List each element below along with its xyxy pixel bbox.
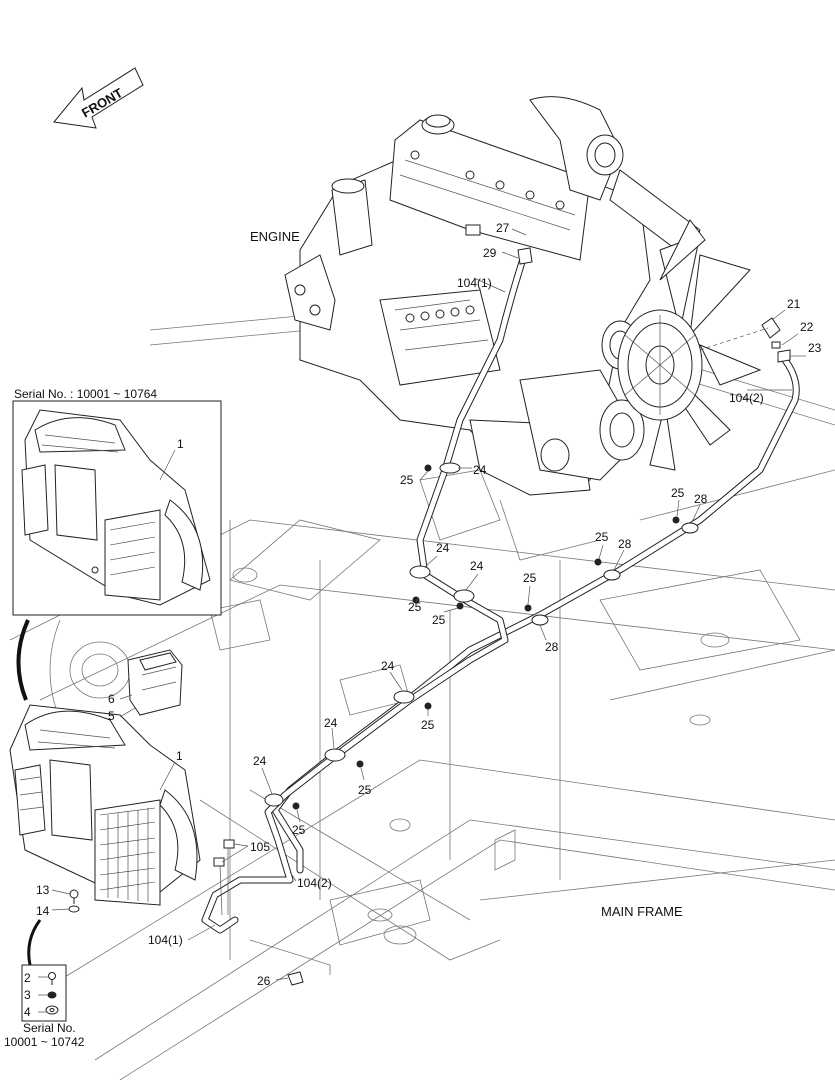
hose-clamps bbox=[264, 462, 699, 807]
heater-hose-104-1 bbox=[201, 466, 509, 934]
control-panel-5-6 bbox=[127, 649, 183, 716]
serial-bottom-label-1: Serial No. bbox=[23, 1021, 76, 1035]
hose-fittings-21-23 bbox=[699, 317, 791, 363]
callout-1-inset: 1 bbox=[177, 437, 184, 451]
callout-28-b: 28 bbox=[618, 537, 632, 551]
callout-1-main: 1 bbox=[176, 749, 183, 763]
callout-25-d: 25 bbox=[523, 571, 537, 585]
callout-2: 2 bbox=[24, 971, 31, 985]
callout-25-h: 25 bbox=[358, 783, 372, 797]
callout-5: 5 bbox=[108, 709, 115, 723]
inset-serial-10001-10742: Serial No. 10001 ~ 10742 bbox=[4, 964, 85, 1049]
serial-bottom-label-2: 10001 ~ 10742 bbox=[4, 1035, 85, 1049]
callout-104-2-bottom: 104(2) bbox=[297, 876, 332, 890]
main-frame-structure bbox=[9, 299, 835, 1080]
leader-arc-bottom bbox=[27, 919, 42, 966]
callout-105: 105 bbox=[250, 840, 270, 854]
callout-29: 29 bbox=[483, 246, 497, 260]
callout-25-e: 25 bbox=[595, 530, 609, 544]
callout-24-f: 24 bbox=[253, 754, 267, 768]
callout-4: 4 bbox=[24, 1005, 31, 1019]
bolt-washer-13-14 bbox=[68, 889, 80, 913]
callout-13: 13 bbox=[36, 883, 50, 897]
main-frame-label: MAIN FRAME bbox=[601, 904, 683, 919]
callout-28-a: 28 bbox=[545, 640, 559, 654]
callout-24-c: 24 bbox=[470, 559, 484, 573]
callout-24-d: 24 bbox=[381, 659, 395, 673]
front-arrow: FRONT bbox=[53, 67, 144, 129]
leader-arc-top bbox=[16, 619, 30, 701]
callout-25-a: 25 bbox=[400, 473, 414, 487]
callout-numbers: 1 1 2 3 4 5 6 13 14 21 22 23 24 24 24 24… bbox=[24, 221, 822, 1019]
callout-22: 22 bbox=[800, 320, 814, 334]
callout-104-1-bottom: 104(1) bbox=[148, 933, 183, 947]
callout-26: 26 bbox=[257, 974, 271, 988]
callout-25-i: 25 bbox=[292, 823, 306, 837]
callout-24-e: 24 bbox=[324, 716, 338, 730]
callout-104-2-right: 104(2) bbox=[729, 391, 764, 405]
callout-25-c: 25 bbox=[432, 613, 446, 627]
part-26 bbox=[287, 971, 304, 986]
callout-24-b: 24 bbox=[436, 541, 450, 555]
callout-27: 27 bbox=[496, 221, 510, 235]
engine-label: ENGINE bbox=[250, 229, 300, 244]
clamp-bolts bbox=[292, 464, 680, 810]
callout-3: 3 bbox=[24, 988, 31, 1002]
callout-104-1-top: 104(1) bbox=[457, 276, 492, 290]
cooling-fan bbox=[617, 219, 762, 471]
heater-unit-main bbox=[9, 704, 201, 906]
callout-14: 14 bbox=[36, 904, 50, 918]
callout-28-c: 28 bbox=[694, 492, 708, 506]
leader-lines bbox=[38, 228, 806, 1013]
callout-25-g: 25 bbox=[421, 718, 435, 732]
callout-21: 21 bbox=[787, 297, 801, 311]
front-label: FRONT bbox=[79, 85, 125, 120]
engine-illustration bbox=[284, 96, 762, 496]
hose-fittings-105 bbox=[213, 839, 235, 916]
callout-25-f: 25 bbox=[671, 486, 685, 500]
callout-24-a: 24 bbox=[473, 463, 487, 477]
callout-25-b: 25 bbox=[408, 600, 422, 614]
callout-6: 6 bbox=[108, 692, 115, 706]
serial-top-label: Serial No. : 10001 ~ 10764 bbox=[14, 387, 157, 401]
inset-serial-10001-10764: Serial No. : 10001 ~ 10764 bbox=[12, 387, 222, 616]
callout-23: 23 bbox=[808, 341, 822, 355]
